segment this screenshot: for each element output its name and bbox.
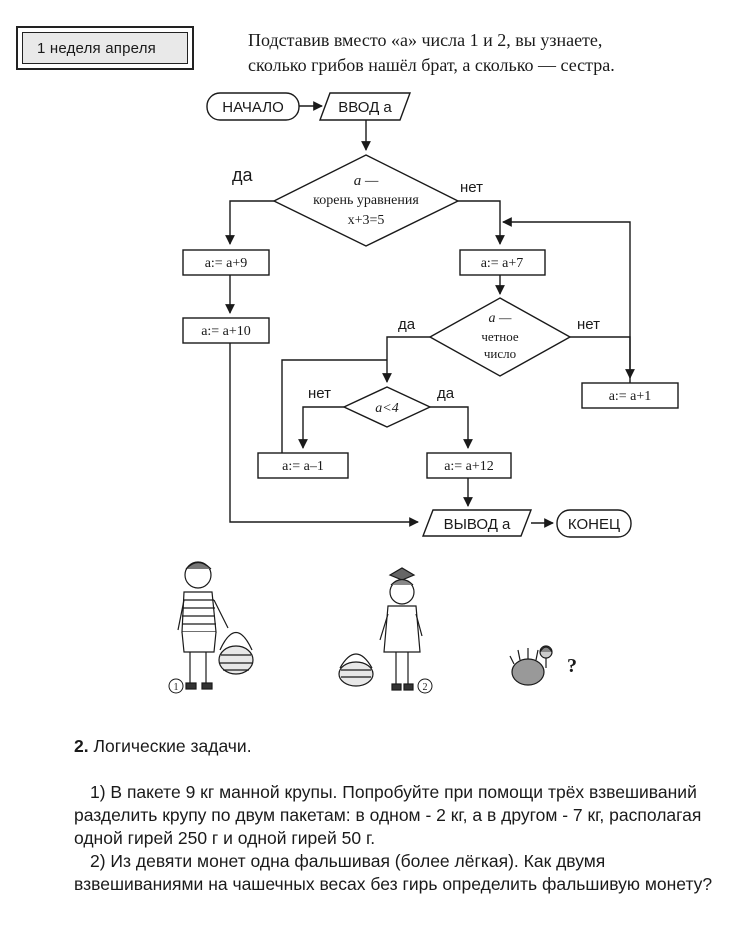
week-label: 1 неделя апреля [22, 32, 188, 64]
start-label: НАЧАЛО [222, 99, 284, 116]
no1-label: нет [460, 179, 483, 196]
op-a-plus-12: а:= а+12 [444, 459, 494, 474]
yes3-label: да [437, 385, 455, 402]
girl-illustration [379, 567, 423, 691]
hedgehog-icon [509, 645, 553, 686]
cond2-line-3: число [484, 346, 516, 361]
question-mark: ? [567, 655, 577, 677]
girl-number: 2 [423, 682, 428, 693]
op-a-plus-10: а:= а+10 [201, 324, 251, 339]
cond2-line-2: четное [481, 329, 519, 344]
op-a-plus-9-box [182, 249, 270, 276]
op-a-plus-10-box [182, 317, 270, 344]
end-label: КОНЕЦ [568, 516, 620, 533]
task-1: 1) В пакете 9 кг манной крупы. Попробуйт… [74, 782, 702, 848]
cond2-line-1: а — [489, 311, 513, 326]
intro-line-1: Подставив вместо «а» числа 1 и 2, вы узн… [248, 30, 603, 50]
op-a-plus-1: а:= а+1 [609, 389, 652, 404]
op-a-plus-12-box [426, 452, 512, 479]
task-2: 2) Из девяти монет одна фальшивая (более… [74, 851, 713, 894]
boy-illustration [177, 561, 229, 690]
girl-number-circle [417, 678, 433, 694]
flowchart: НАЧАЛО ВВОД а а — корень уравнения x+3=5… [168, 92, 679, 694]
no3-label: нет [308, 385, 331, 402]
tasks-heading: 2. Логические задачи. [74, 735, 724, 758]
week-badge: 1 неделя апреля [16, 26, 194, 70]
input-label: ВВОД а [338, 99, 392, 116]
output-parallelogram [421, 509, 533, 537]
decision-less-4 [342, 386, 432, 428]
tasks-number: 2. [74, 736, 89, 756]
op-a-minus-1-box [257, 452, 349, 479]
op-a-plus-7: а:= а+7 [481, 256, 524, 271]
end-terminal [556, 509, 632, 538]
intro-text: Подставив вместо «а» числа 1 и 2, вы узн… [248, 28, 718, 78]
intro-line-2: сколько грибов нашёл брат, а сколько — с… [248, 55, 615, 75]
op-a-plus-7-box [459, 249, 546, 276]
decision-even [428, 297, 572, 377]
cond3-label: а<4 [375, 401, 398, 416]
op-a-plus-9: а:= а+9 [205, 256, 248, 271]
yes1-label: да [232, 165, 254, 185]
decision-root [272, 154, 460, 247]
basket-icon [218, 631, 254, 675]
yes2-label: да [398, 316, 416, 333]
cond1-line-1: а — [354, 173, 379, 189]
no2-label: нет [577, 316, 600, 333]
girl-basket-icon [338, 653, 374, 687]
tasks-title: Логические задачи. [93, 736, 252, 756]
cond1-line-3: x+3=5 [348, 213, 385, 228]
boy-number-circle [168, 678, 184, 694]
tasks-section: 2. Логические задачи. 1) В пакете 9 кг м… [74, 735, 724, 896]
op-a-minus-1: а:= а–1 [282, 459, 324, 474]
output-label: ВЫВОД а [444, 516, 511, 533]
boy-number: 1 [174, 682, 179, 693]
cond1-line-2: корень уравнения [313, 193, 419, 208]
input-parallelogram [318, 92, 412, 121]
